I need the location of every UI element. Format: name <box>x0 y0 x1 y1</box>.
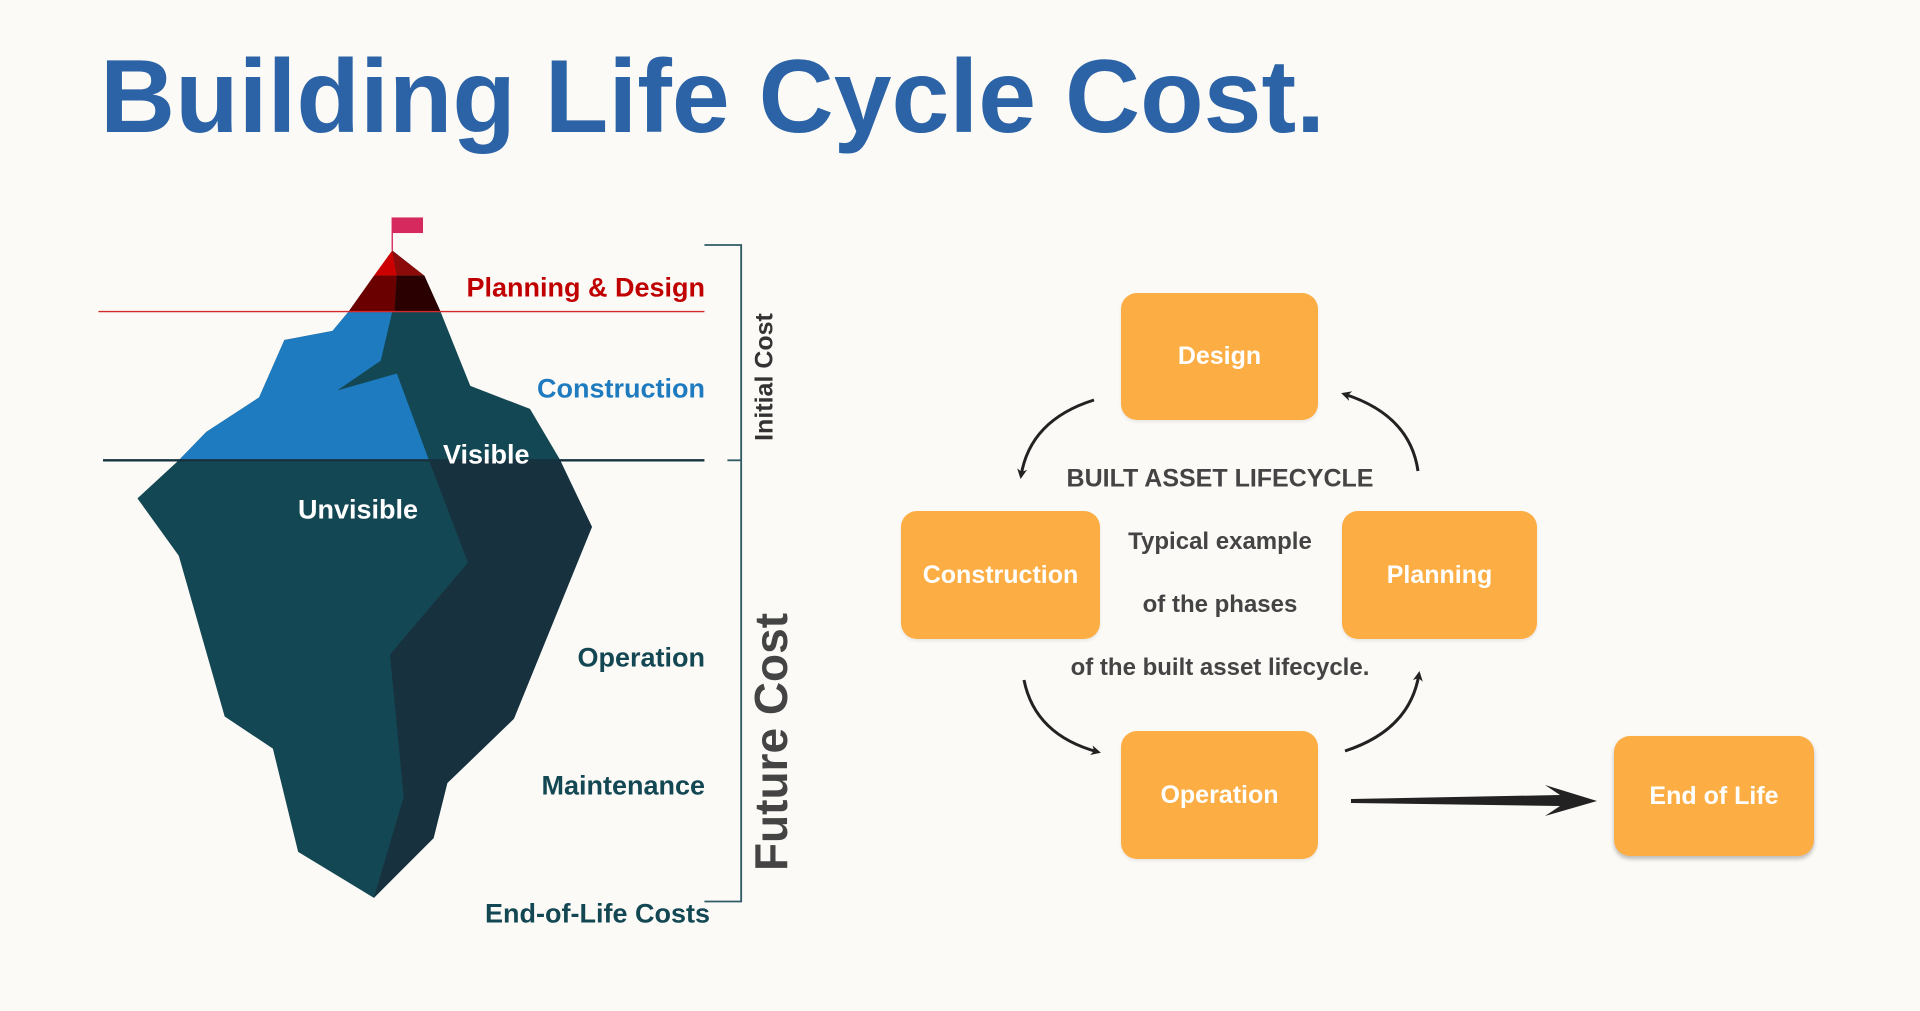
arrow-operation-to-planning <box>1344 671 1423 753</box>
iceberg-visible-face <box>178 311 429 461</box>
peak-darkest <box>394 275 441 312</box>
phase-box-construction: Construction <box>901 511 1100 639</box>
peak-dark-red <box>348 275 397 312</box>
phase-box-operation: Operation <box>1121 731 1318 859</box>
arrow-operation-to-end-of-life <box>1351 785 1597 816</box>
arrow-construction-to-operation <box>1022 679 1101 756</box>
phase-box-planning: Planning <box>1342 511 1537 639</box>
label-unvisible: Unvisible <box>298 494 419 525</box>
lifecycle-description-line-1: Typical example <box>1128 528 1312 555</box>
iceberg-illustration <box>98 217 743 903</box>
label-end-of-life-costs: End-of-Life Costs <box>485 898 710 929</box>
peak-red-right <box>392 250 425 276</box>
iceberg-shadow-side <box>373 460 592 898</box>
lifecycle-heading: BUILT ASSET LIFECYCLE <box>1066 464 1374 493</box>
flag-icon <box>392 217 424 234</box>
peak-red <box>373 250 397 276</box>
label-construction: Construction <box>537 373 705 404</box>
page-title: Building Life Cycle Cost. <box>100 39 1325 155</box>
lifecycle-description-line-2: of the phases <box>1142 591 1298 618</box>
label-operation: Operation <box>577 642 705 673</box>
cost-bracket <box>704 244 743 903</box>
phase-box-design: Design <box>1121 293 1318 420</box>
label-visible: Visible <box>443 439 530 470</box>
arrow-planning-to-design <box>1341 391 1420 472</box>
arrow-design-to-construction <box>1017 398 1095 479</box>
label-maintenance: Maintenance <box>541 770 705 801</box>
phase-box-end-of-life: End of Life <box>1614 736 1814 856</box>
lifecycle-description-line-3: of the built asset lifecycle. <box>1070 654 1370 681</box>
label-planning-design: Planning & Design <box>466 272 705 303</box>
